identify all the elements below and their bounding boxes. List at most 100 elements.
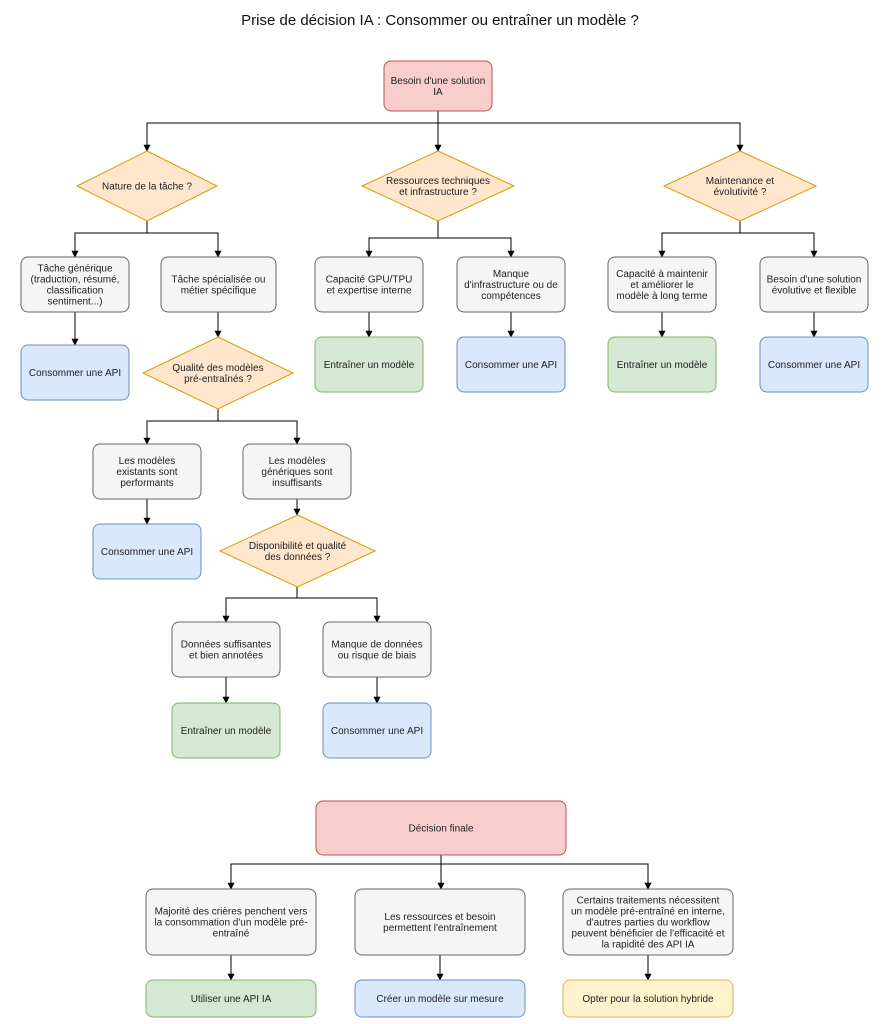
decision-disponibilite-donnees-label-line: Disponibilité et qualité — [249, 541, 347, 552]
node-ressources-permettent-label-line: permettent l'entraînement — [383, 923, 497, 934]
node-donnees-suffisantes-label-line: Données suffisantes — [181, 640, 271, 651]
root-node-shape — [383, 60, 493, 112]
connector-arrow-8 — [143, 409, 219, 445]
node-solution-hybride-raisons-label-line: d'autres parties du workflow — [586, 918, 710, 929]
node-capacite-maintenir-shape — [607, 256, 717, 313]
result-consommer-api-2-shape — [92, 523, 202, 580]
node-besoin-evolutive-label-line: Besoin d'une solution — [767, 275, 862, 286]
node-modeles-insuffisants-label-line: insuffisants — [272, 478, 322, 489]
decision-finale-node-shape — [315, 800, 567, 856]
node-modeles-performants-label-line: Les modèles — [119, 456, 176, 467]
connector-arrow-2 — [143, 122, 438, 152]
node-tache-specialisee-shape — [160, 256, 277, 313]
result-consommer-api-2: Consommer une API — [92, 523, 202, 580]
root-node-label-line: Besoin d'une solution — [391, 76, 486, 87]
node-modeles-insuffisants-shape — [242, 443, 352, 500]
node-solution-hybride-raisons-label-line: la rapidité des API IA — [602, 940, 695, 951]
node-manque-infrastructure-shape — [456, 256, 566, 313]
node-manque-infrastructure-label-line: Manque — [493, 269, 530, 280]
node-capacite-maintenir-label-line: modèle à long terme — [616, 291, 708, 302]
result-entrainer-modele-3: Entraîner un modèle — [171, 702, 281, 759]
node-tache-generique-label-line: (traduction, résumé, — [31, 275, 120, 286]
connector-arrow-3 — [438, 122, 744, 152]
decision-qualite-modeles-label-line: Qualité des modèles — [172, 363, 263, 374]
result-entrainer-modele-3-shape — [171, 702, 281, 759]
node-tache-generique-label-line: sentiment...) — [47, 297, 102, 308]
result-entrainer-modele-2-shape — [607, 336, 717, 393]
result-creer-modele: Créer un modèle sur mesure — [354, 979, 526, 1018]
node-capacite-maintenir-label-line: Capacité à maintenir — [616, 269, 708, 280]
connector-arrow-9 — [217, 409, 301, 445]
node-manque-donnees-label-line: ou risque de biais — [338, 651, 416, 662]
node-tache-specialisee-label-line: métier spécifique — [181, 286, 257, 297]
decision-ressources-label-line: et infrastructure ? — [399, 187, 477, 198]
connector-arrow-13 — [296, 587, 381, 623]
node-manque-donnees-shape — [322, 621, 432, 678]
result-consommer-api-5-label-line: Consommer une API — [768, 360, 860, 371]
result-solution-hybride-label-line: Opter pour la solution hybride — [582, 994, 714, 1005]
node-majorite-criteres-label-line: la consommation d'un modèle pré- — [154, 918, 307, 929]
diagram-title: Prise de décision IA : Consommer ou entr… — [241, 12, 639, 29]
node-capacite-gpu-label-line: et expertise interne — [326, 286, 411, 297]
decision-maintenance-label-line: évolutivité ? — [714, 187, 767, 198]
node-modeles-insuffisants-label-line: Les modèles — [269, 456, 326, 467]
node-tache-generique-shape — [20, 256, 130, 313]
result-entrainer-modele-3-label-line: Entraîner un modèle — [181, 726, 272, 737]
node-manque-infrastructure-label-line: d'infrastructure ou de — [464, 280, 558, 291]
node-besoin-evolutive-shape — [759, 256, 869, 313]
connector-arrow-20 — [658, 221, 741, 258]
node-majorite-criteres-shape — [145, 888, 317, 956]
decision-finale-node-label-line: Décision finale — [408, 824, 473, 835]
node-donnees-suffisantes-label-line: et bien annotées — [189, 651, 263, 662]
node-ressources-permettent-label-line: Les ressources et besoin — [384, 912, 495, 923]
decision-ressources-label-line: Ressources techniques — [386, 176, 490, 187]
connector-arrow-5 — [146, 221, 222, 258]
node-tache-generique: Tâche générique(traduction, résumé,class… — [20, 256, 130, 313]
node-besoin-evolutive-label-line: évolutive et flexible — [772, 286, 857, 297]
decision-nature-tache-shape — [75, 150, 219, 222]
node-solution-hybride-raisons-label-line: un modèle pré-entraîné en interne, — [571, 907, 725, 918]
decision-finale-node: Décision finale — [315, 800, 567, 856]
connector-arrow-16 — [365, 221, 439, 258]
result-entrainer-modele-2-label-line: Entraîner un modèle — [617, 360, 708, 371]
connector-arrow-17 — [437, 221, 515, 258]
result-consommer-api-1: Consommer une API — [20, 344, 130, 401]
node-ressources-permettent-shape — [354, 888, 526, 956]
result-utiliser-api-ia-shape — [145, 979, 317, 1018]
node-modeles-insuffisants-label-line: génériques sont — [261, 467, 332, 478]
result-consommer-api-4: Consommer une API — [322, 702, 432, 759]
node-tache-generique-label-line: classification — [47, 286, 104, 297]
result-entrainer-modele-1: Entraîner un modèle — [314, 336, 424, 393]
node-solution-hybride-raisons-label-line: peuvent bénéficier de l'efficacité et — [572, 929, 725, 940]
node-capacite-gpu-shape — [314, 256, 424, 313]
result-consommer-api-2-label-line: Consommer une API — [101, 547, 193, 558]
result-consommer-api-4-label-line: Consommer une API — [331, 726, 423, 737]
decision-maintenance-shape — [662, 150, 818, 222]
connector-arrow-26 — [440, 855, 652, 890]
decision-disponibilite-donnees-shape — [218, 514, 377, 588]
decision-disponibilite-donnees-label-line: des données ? — [265, 552, 331, 563]
result-solution-hybride: Opter pour la solution hybride — [562, 979, 734, 1018]
decision-nature-tache: Nature de la tâche ? — [75, 150, 219, 222]
decision-qualite-modeles-label-line: pré-entraînés ? — [184, 374, 252, 385]
node-modeles-performants-label-line: performants — [120, 478, 173, 489]
node-capacite-gpu-label-line: Capacité GPU/TPU — [326, 275, 413, 286]
connector-arrow-12 — [222, 587, 298, 623]
connector-arrow-4 — [71, 221, 148, 258]
result-utiliser-api-ia-label-line: Utiliser une API IA — [191, 994, 272, 1005]
result-consommer-api-3-shape — [456, 336, 566, 393]
result-entrainer-modele-1-shape — [314, 336, 424, 393]
result-entrainer-modele-1-label-line: Entraîner un modèle — [324, 360, 415, 371]
